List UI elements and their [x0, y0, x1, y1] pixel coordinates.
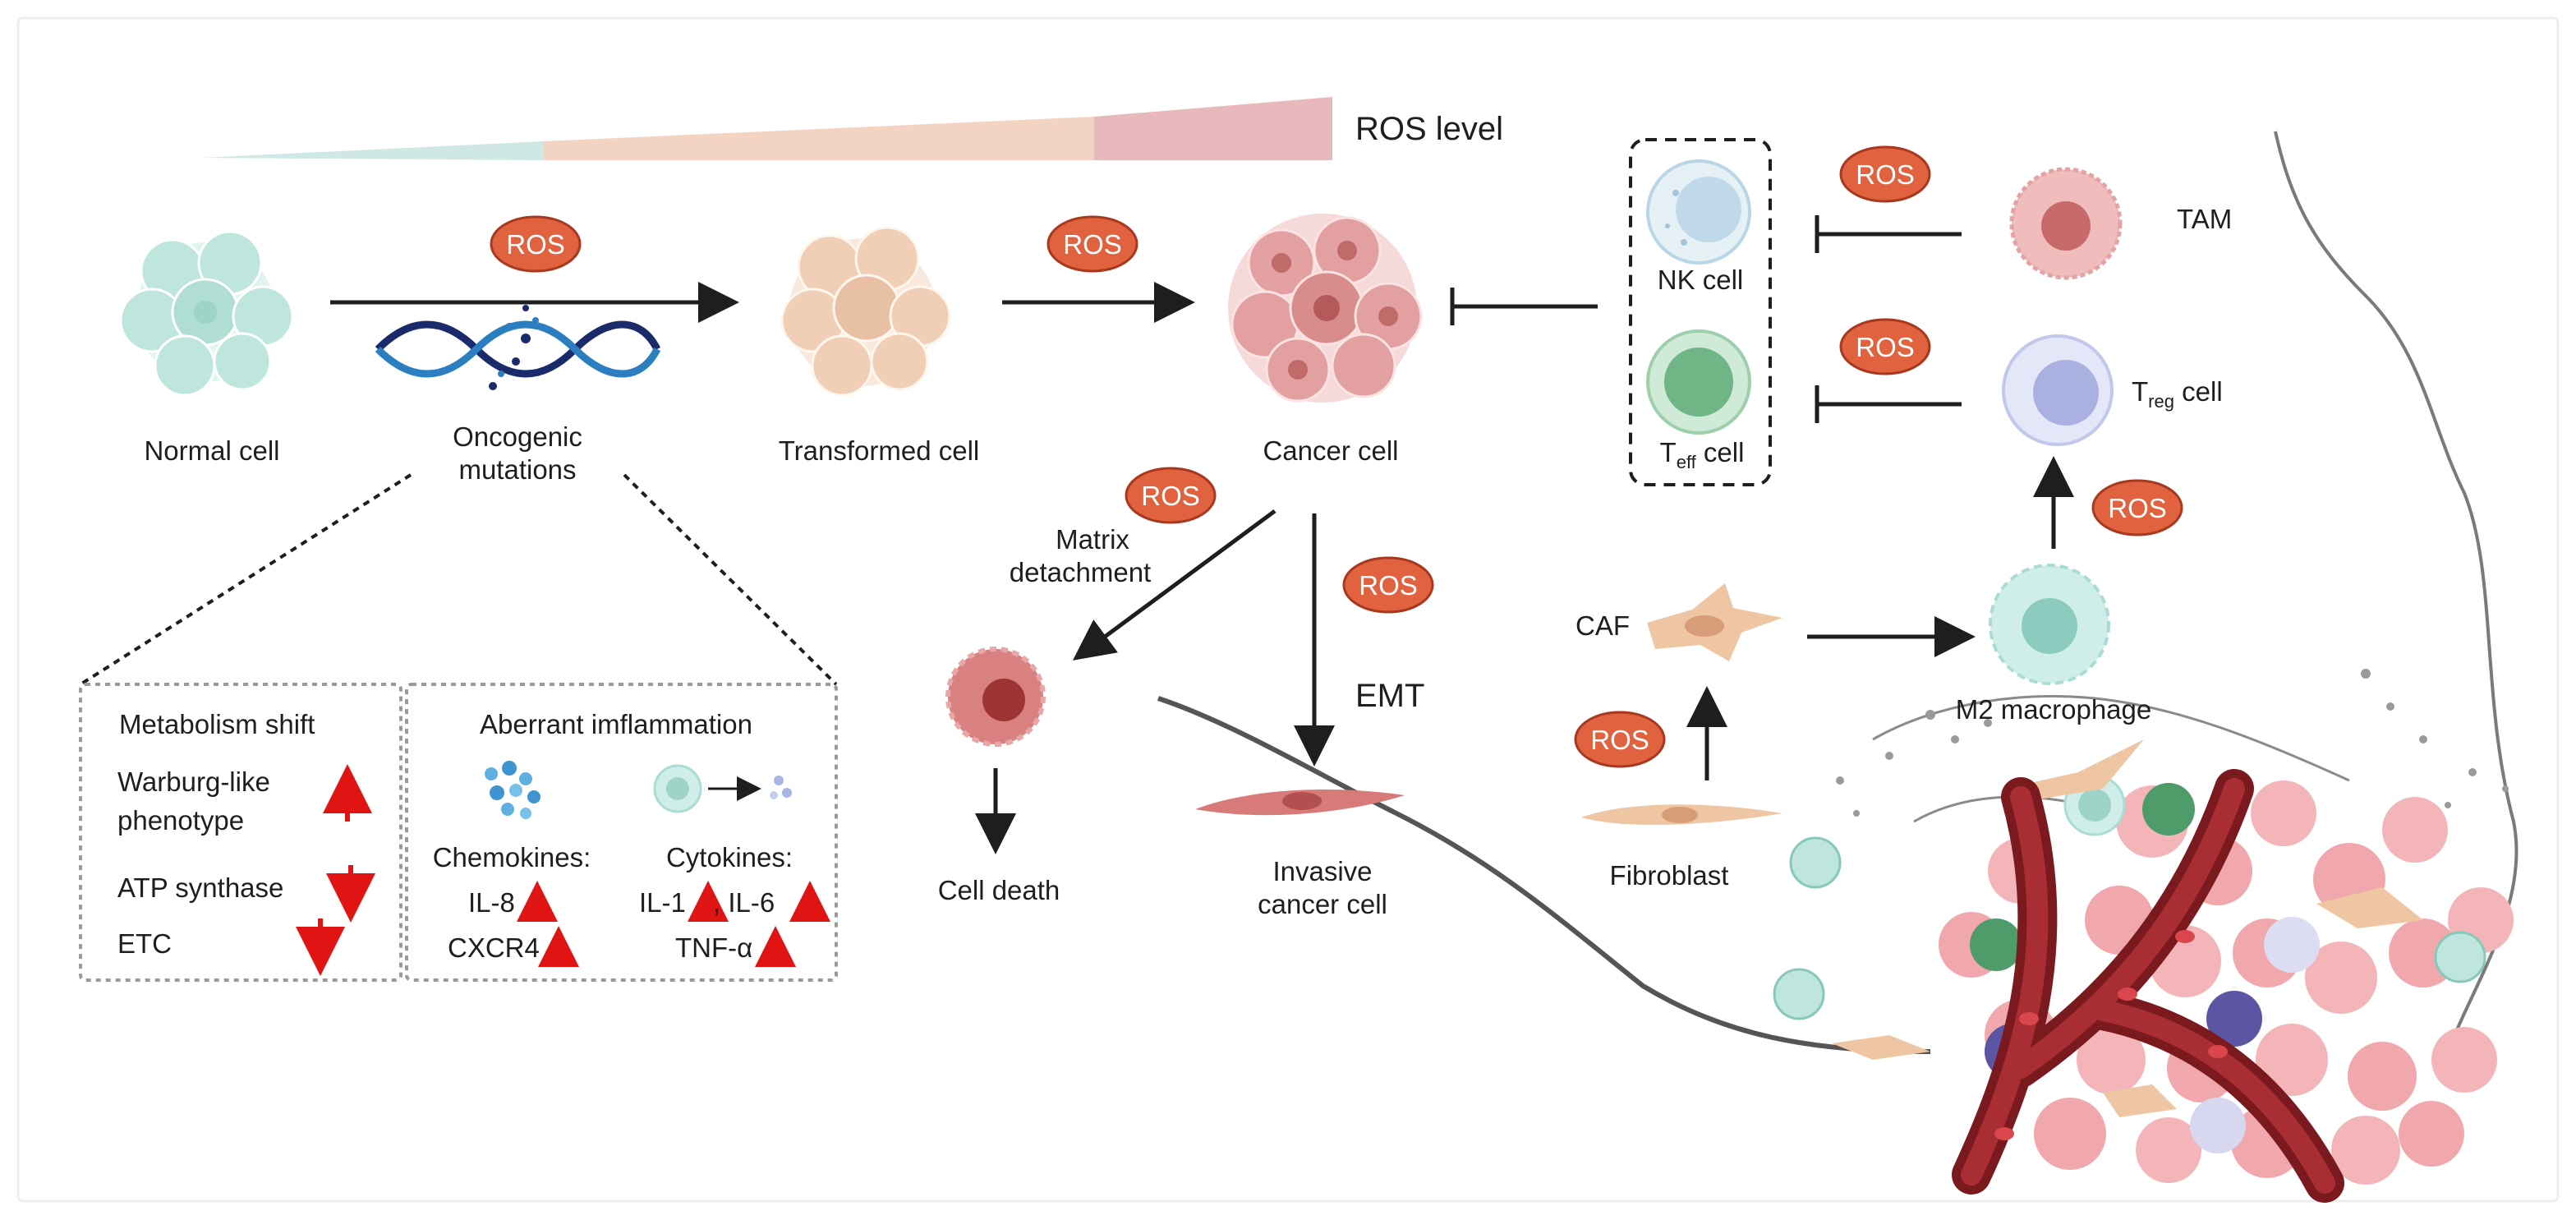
etc-label: ETC — [117, 928, 172, 959]
il1-label: IL-1 — [639, 887, 686, 918]
inhibit-tam-to-nk — [1815, 215, 1962, 253]
emt-label: EMT — [1355, 678, 1424, 714]
invasive-label-2: cancer cell — [1258, 889, 1387, 919]
atp-synthase-label: ATP synthase — [117, 872, 283, 903]
oncogenic-label-1: Oncogenic — [453, 421, 582, 452]
metabolism-title: Metabolism shift — [119, 709, 315, 739]
ros-badge-tam: ROS — [1839, 145, 1931, 203]
nk-cell-label: NK cell — [1658, 265, 1744, 295]
ros-level-wedge — [201, 97, 1332, 160]
cytokines-label: Cytokines: — [666, 842, 793, 872]
caf-label: CAF — [1576, 610, 1630, 641]
svg-text:ROS: ROS — [1359, 570, 1418, 601]
svg-text:ROS: ROS — [1856, 159, 1915, 190]
invasive-cancer-cell-icon — [1195, 790, 1405, 816]
dying-cell-icon — [945, 647, 1046, 747]
chemokine-dots-icon — [485, 761, 540, 819]
oncogenic-label-2: mutations — [458, 454, 576, 485]
cancer-cell-label: Cancer cell — [1263, 435, 1398, 466]
ros-badge-fibroblast: ROS — [1574, 711, 1666, 768]
ros-level-label: ROS level — [1355, 111, 1503, 147]
cell-death-label: Cell death — [938, 875, 1060, 905]
cancer-cell-icon — [1228, 214, 1423, 403]
dna-icon — [375, 305, 661, 390]
cytokine-release-icon — [653, 764, 792, 813]
svg-text:ROS: ROS — [2108, 493, 2167, 523]
fibroblast-label: Fibroblast — [1610, 860, 1729, 891]
m2-macrophage-icon — [1989, 564, 2110, 685]
treg-cell-icon — [2002, 334, 2114, 446]
inhibit-treg-to-teff — [1815, 385, 1962, 423]
cxcr4-label: CXCR4 — [448, 932, 540, 963]
invasive-label-1: Invasive — [1272, 856, 1372, 886]
tam-label: TAM — [2177, 204, 2232, 234]
svg-text:ROS: ROS — [1856, 332, 1915, 362]
matrix-label-2: detachment — [1010, 557, 1151, 587]
m2-macrophage-label: M2 macrophage — [1956, 694, 2151, 725]
transformed-cell-icon — [780, 226, 951, 397]
caf-cell-icon — [1647, 583, 1782, 661]
ros-badge-m2: ROS — [2091, 479, 2183, 536]
nk-cell-icon — [1646, 159, 1751, 265]
svg-text:ROS: ROS — [1141, 481, 1200, 511]
inflammation-box — [405, 683, 838, 982]
zoom-line-left — [79, 473, 412, 686]
il8-label: IL-8 — [468, 887, 515, 918]
inflammation-title: Aberrant imflammation — [480, 709, 752, 739]
svg-text:ROS: ROS — [1063, 229, 1122, 260]
warburg-label-2: phenotype — [117, 805, 244, 836]
ros-badge-emt: ROS — [1342, 556, 1434, 614]
transformed-cell-label: Transformed cell — [779, 435, 980, 466]
svg-text:ROS: ROS — [1590, 725, 1649, 755]
tnf-label: TNF-α — [675, 932, 752, 963]
teff-cell-icon — [1646, 329, 1751, 435]
teff-cell-label: Teff cell — [1660, 437, 1745, 472]
inhibit-immune-to-cancer — [1450, 288, 1598, 325]
metabolism-box — [79, 683, 402, 982]
arrow-cancer-to-death — [1072, 509, 1276, 661]
ros-badge-matrix: ROS — [1125, 467, 1217, 524]
fibroblast-icon — [1581, 804, 1782, 826]
treg-cell-label: Treg cell — [2132, 376, 2223, 412]
warburg-label-1: Warburg-like — [117, 767, 270, 797]
il6-label: , IL-6 — [713, 887, 775, 918]
ros-badge-treg: ROS — [1839, 318, 1931, 375]
tissue-background — [1157, 131, 2518, 1203]
ros-badge-1: ROS — [490, 215, 582, 273]
matrix-label-1: Matrix — [1056, 524, 1129, 555]
chemokines-label: Chemokines: — [433, 842, 591, 872]
tam-cell-icon — [2009, 167, 2123, 280]
normal-cell-icon — [119, 230, 294, 397]
zoom-line-right — [623, 473, 838, 686]
svg-text:ROS: ROS — [506, 229, 565, 260]
normal-cell-label: Normal cell — [144, 435, 279, 466]
ros-badge-2: ROS — [1046, 215, 1138, 273]
